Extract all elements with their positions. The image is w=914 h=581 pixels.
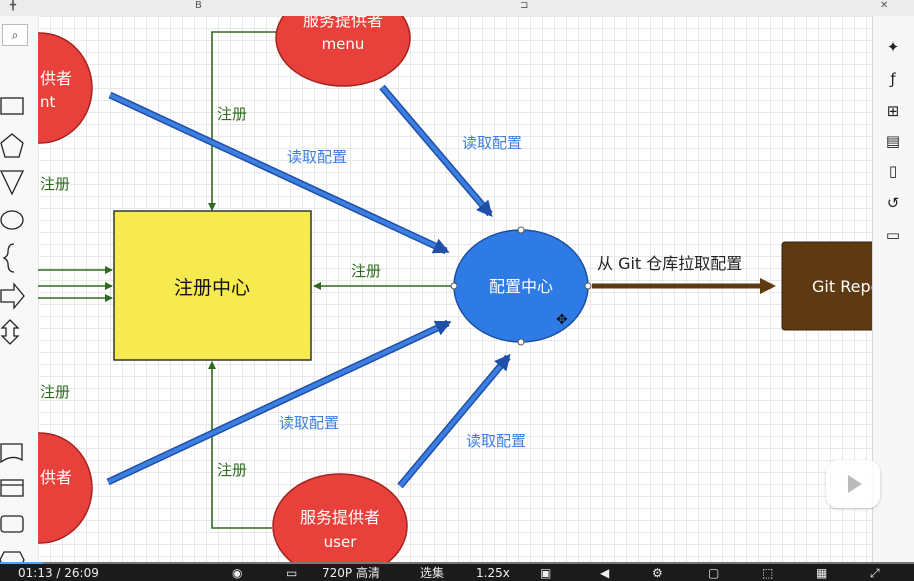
play-icon xyxy=(848,475,862,493)
arrow-shape xyxy=(0,282,25,310)
comment-icon[interactable]: ▭ xyxy=(885,226,901,244)
read-bottomleft-label: 读取配置 xyxy=(279,414,339,432)
ellipse-shape xyxy=(0,210,24,230)
editor-toolbar: ╋ B ⊐ ✕ xyxy=(0,0,914,17)
register-edge-user xyxy=(208,361,272,529)
bold-icon[interactable]: B xyxy=(195,0,202,11)
fullscreen-web-icon[interactable]: ▦ xyxy=(816,566,828,580)
video-play-overlay[interactable] xyxy=(826,460,880,508)
document-shape xyxy=(0,443,23,464)
video-progress-bar[interactable] xyxy=(0,562,914,565)
screen-icon[interactable]: ▭ xyxy=(286,566,298,580)
subtitle-icon[interactable]: ▣ xyxy=(540,566,552,580)
widescreen-icon[interactable]: ⬚ xyxy=(762,566,774,580)
registry-label: 注册中心 xyxy=(174,277,250,299)
register-menu-label: 注册 xyxy=(217,105,247,123)
shapes-panel: ⌕ xyxy=(0,16,39,564)
provider-user-label: 服务提供者 xyxy=(300,508,380,527)
git-repo-label: Git Reposit xyxy=(812,277,872,296)
speed-button[interactable]: 1.25x xyxy=(476,566,510,580)
selection-handle xyxy=(450,282,458,290)
provider-menu-node xyxy=(275,16,411,87)
register-config-label: 注册 xyxy=(351,262,381,280)
diagram-canvas[interactable]: ✥ 服务提供者 menu 供者 nt 供者 服务提供者 user 注册中心 配置… xyxy=(38,16,872,564)
navigate-icon[interactable]: ✦ xyxy=(886,38,900,56)
move-cursor-icon: ✥ xyxy=(556,312,568,328)
provider-menu-label: 服务提供者 xyxy=(303,16,383,30)
fullscreen-icon[interactable]: ⤢ xyxy=(870,566,880,580)
toolbar-icon[interactable]: ⊐ xyxy=(520,0,529,11)
diagram: ✥ 服务提供者 menu 供者 nt 供者 服务提供者 user 注册中心 配置… xyxy=(38,16,872,564)
register-left-bottom-label: 注册 xyxy=(40,383,70,401)
pip-icon[interactable]: ▢ xyxy=(708,566,720,580)
selection-handle xyxy=(517,226,525,234)
read-edge-user xyxy=(398,353,511,488)
double-arrow-shape xyxy=(0,319,20,345)
brace-shape xyxy=(2,243,15,273)
register-left-top-label: 注册 xyxy=(40,175,70,193)
pull-git-label: 从 Git 仓库拉取配置 xyxy=(597,254,742,273)
registry-node xyxy=(113,210,312,361)
config-center-label: 配置中心 xyxy=(489,277,553,296)
provider-bottomleft-node xyxy=(38,432,93,544)
provider-bottomleft-label: 供者 xyxy=(40,468,72,487)
settings-icon[interactable]: ⚙ xyxy=(652,566,663,580)
register-user-label: 注册 xyxy=(217,461,247,479)
function-icon[interactable]: ƒ xyxy=(890,70,896,88)
read-edge-bottomleft xyxy=(107,320,452,484)
read-edge-menu xyxy=(380,85,493,218)
danmaku-icon[interactable]: ◉ xyxy=(232,566,243,580)
toolbar-icon[interactable]: ╋ xyxy=(10,0,17,11)
pages-icon[interactable]: ▤ xyxy=(885,132,901,150)
episodes-button[interactable]: 选集 xyxy=(420,566,445,580)
read-topleft-label: 读取配置 xyxy=(287,148,347,166)
provider-topleft-sublabel: nt xyxy=(40,93,56,111)
git-repo-node xyxy=(781,241,872,331)
container-shape xyxy=(0,479,24,497)
provider-user-node xyxy=(272,473,408,564)
provider-topleft-node xyxy=(38,32,93,144)
shapes-palette xyxy=(0,97,25,564)
rounded-rect-shape xyxy=(0,515,24,533)
hexagon-shape xyxy=(0,551,25,564)
provider-menu-sublabel: menu xyxy=(322,35,365,53)
document-icon[interactable]: ▯ xyxy=(888,162,898,180)
read-menu-label: 读取配置 xyxy=(462,134,522,152)
quality-button[interactable]: 720P 高清 xyxy=(322,566,380,580)
selection-handle xyxy=(517,338,525,346)
insert-icon[interactable]: ⊞ xyxy=(886,102,900,120)
pentagon-shape xyxy=(0,133,24,158)
history-icon[interactable]: ↺ xyxy=(886,194,900,212)
selection-handle xyxy=(584,282,592,290)
provider-topleft-label: 供者 xyxy=(40,69,72,88)
volume-icon[interactable]: ◀ xyxy=(600,566,610,580)
search-icon[interactable]: ⌕ xyxy=(2,24,28,46)
video-progress-fill xyxy=(0,562,43,565)
triangle-shape xyxy=(0,170,25,196)
rectangle-shape xyxy=(0,97,24,115)
read-edge-topleft xyxy=(109,93,450,254)
register-edge-menu xyxy=(208,31,276,211)
close-icon[interactable]: ✕ xyxy=(880,0,889,11)
time-display: 01:13 / 26:09 xyxy=(18,566,99,580)
video-player-bar: 01:13 / 26:09 ◉ ▭ 720P 高清 选集 1.25x ▣ ◀ ⚙… xyxy=(0,564,914,581)
read-user-label: 读取配置 xyxy=(466,432,526,450)
provider-user-sublabel: user xyxy=(324,533,358,551)
